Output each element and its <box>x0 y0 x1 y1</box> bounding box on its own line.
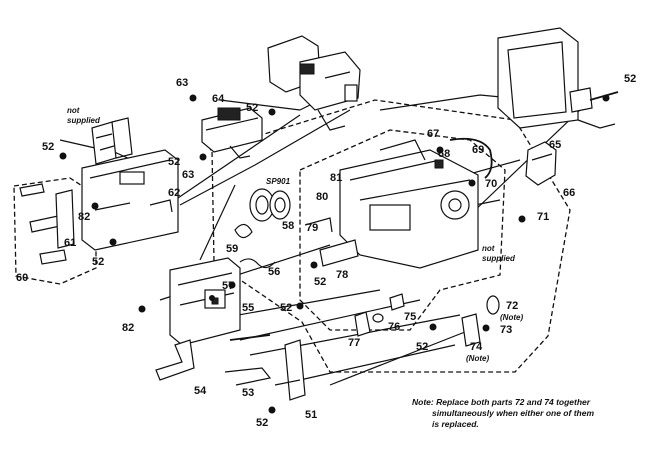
label-61: 61 <box>64 237 76 249</box>
label-71: 71 <box>537 211 549 223</box>
part-72-73-74 <box>461 295 500 347</box>
part-62-board <box>81 149 179 251</box>
label-72: 72 <box>506 300 518 312</box>
label-not-supplied-top: not supplied <box>67 106 101 125</box>
label-82-b: 82 <box>122 322 134 334</box>
label-56: 56 <box>268 266 280 278</box>
label-52-b: 52 <box>246 102 258 114</box>
label-52-h: 52 <box>256 417 268 429</box>
part-51-frame <box>274 339 306 401</box>
label-73: 73 <box>500 324 512 336</box>
label-76: 76 <box>388 321 400 333</box>
label-52-f: 52 <box>280 302 292 314</box>
label-59: 59 <box>226 243 238 255</box>
note-line-3: is replaced. <box>432 419 479 429</box>
top-drum-unit <box>267 35 361 131</box>
label-77: 77 <box>348 337 360 349</box>
supplied-word-2: supplied <box>482 254 516 263</box>
part-55-assembly <box>169 257 241 346</box>
supplied-word: supplied <box>67 116 101 125</box>
label-75: 75 <box>404 311 416 323</box>
part-64-motor <box>201 107 263 159</box>
sp901-speaker <box>249 188 275 222</box>
label-51: 51 <box>305 409 317 421</box>
label-54: 54 <box>194 385 207 397</box>
label-52-d: 52 <box>92 256 104 268</box>
label-65: 65 <box>549 139 561 151</box>
label-63-b: 63 <box>182 169 194 181</box>
part-61-bracket <box>19 183 75 265</box>
part-labels: 51 52 52 52 52 52 52 52 52 52 53 54 55 5… <box>16 73 636 429</box>
label-74-note: (Note) <box>466 354 489 363</box>
part-69-cable <box>449 137 493 179</box>
label-81: 81 <box>330 172 342 184</box>
label-58: 58 <box>282 220 294 232</box>
part-53-cable <box>224 334 272 386</box>
label-64: 64 <box>212 93 225 105</box>
label-69: 69 <box>472 144 484 156</box>
parts-75-79 <box>304 217 405 337</box>
part-65-cover <box>525 141 557 186</box>
label-sp901: SP901 <box>266 177 291 186</box>
not-word-2: not <box>482 244 495 253</box>
screws <box>59 94 610 414</box>
label-82-a: 82 <box>78 211 90 223</box>
not-word: not <box>67 106 80 115</box>
label-53: 53 <box>242 387 254 399</box>
label-78: 78 <box>336 269 348 281</box>
label-80: 80 <box>316 191 328 203</box>
label-62: 62 <box>168 187 180 199</box>
not-supplied-bracket <box>91 117 133 165</box>
note-line-2: simultaneously when either one of them <box>432 408 594 418</box>
part-54-bracket <box>155 339 195 381</box>
part-56-spring <box>239 258 276 269</box>
part-58-disc <box>269 190 291 220</box>
label-52-i: 52 <box>624 73 636 85</box>
label-74: 74 <box>470 341 483 353</box>
label-55: 55 <box>242 302 254 314</box>
label-70: 70 <box>485 178 497 190</box>
group-60-outline <box>13 177 97 285</box>
label-66: 66 <box>563 187 575 199</box>
main-chassis <box>339 139 479 269</box>
label-not-supplied-center: not supplied <box>482 244 516 263</box>
note-line-1: Note: Replace both parts 72 and 74 toget… <box>412 397 591 407</box>
label-60: 60 <box>16 272 28 284</box>
label-57: 57 <box>222 280 234 292</box>
group-inner-outline <box>299 129 506 331</box>
group-66-outline <box>211 99 571 373</box>
part-59-coil <box>234 223 253 239</box>
lcd-monitor <box>497 27 619 129</box>
label-67: 67 <box>427 128 439 140</box>
footnote: Note: Replace both parts 72 and 74 toget… <box>412 397 594 429</box>
label-79: 79 <box>306 222 318 234</box>
label-52-e: 52 <box>314 276 326 288</box>
label-52-c: 52 <box>168 156 180 168</box>
label-52-g: 52 <box>416 341 428 353</box>
label-63-a: 63 <box>176 77 188 89</box>
label-68: 68 <box>438 148 450 160</box>
label-72-note: (Note) <box>500 313 523 322</box>
label-52-a: 52 <box>42 141 54 153</box>
